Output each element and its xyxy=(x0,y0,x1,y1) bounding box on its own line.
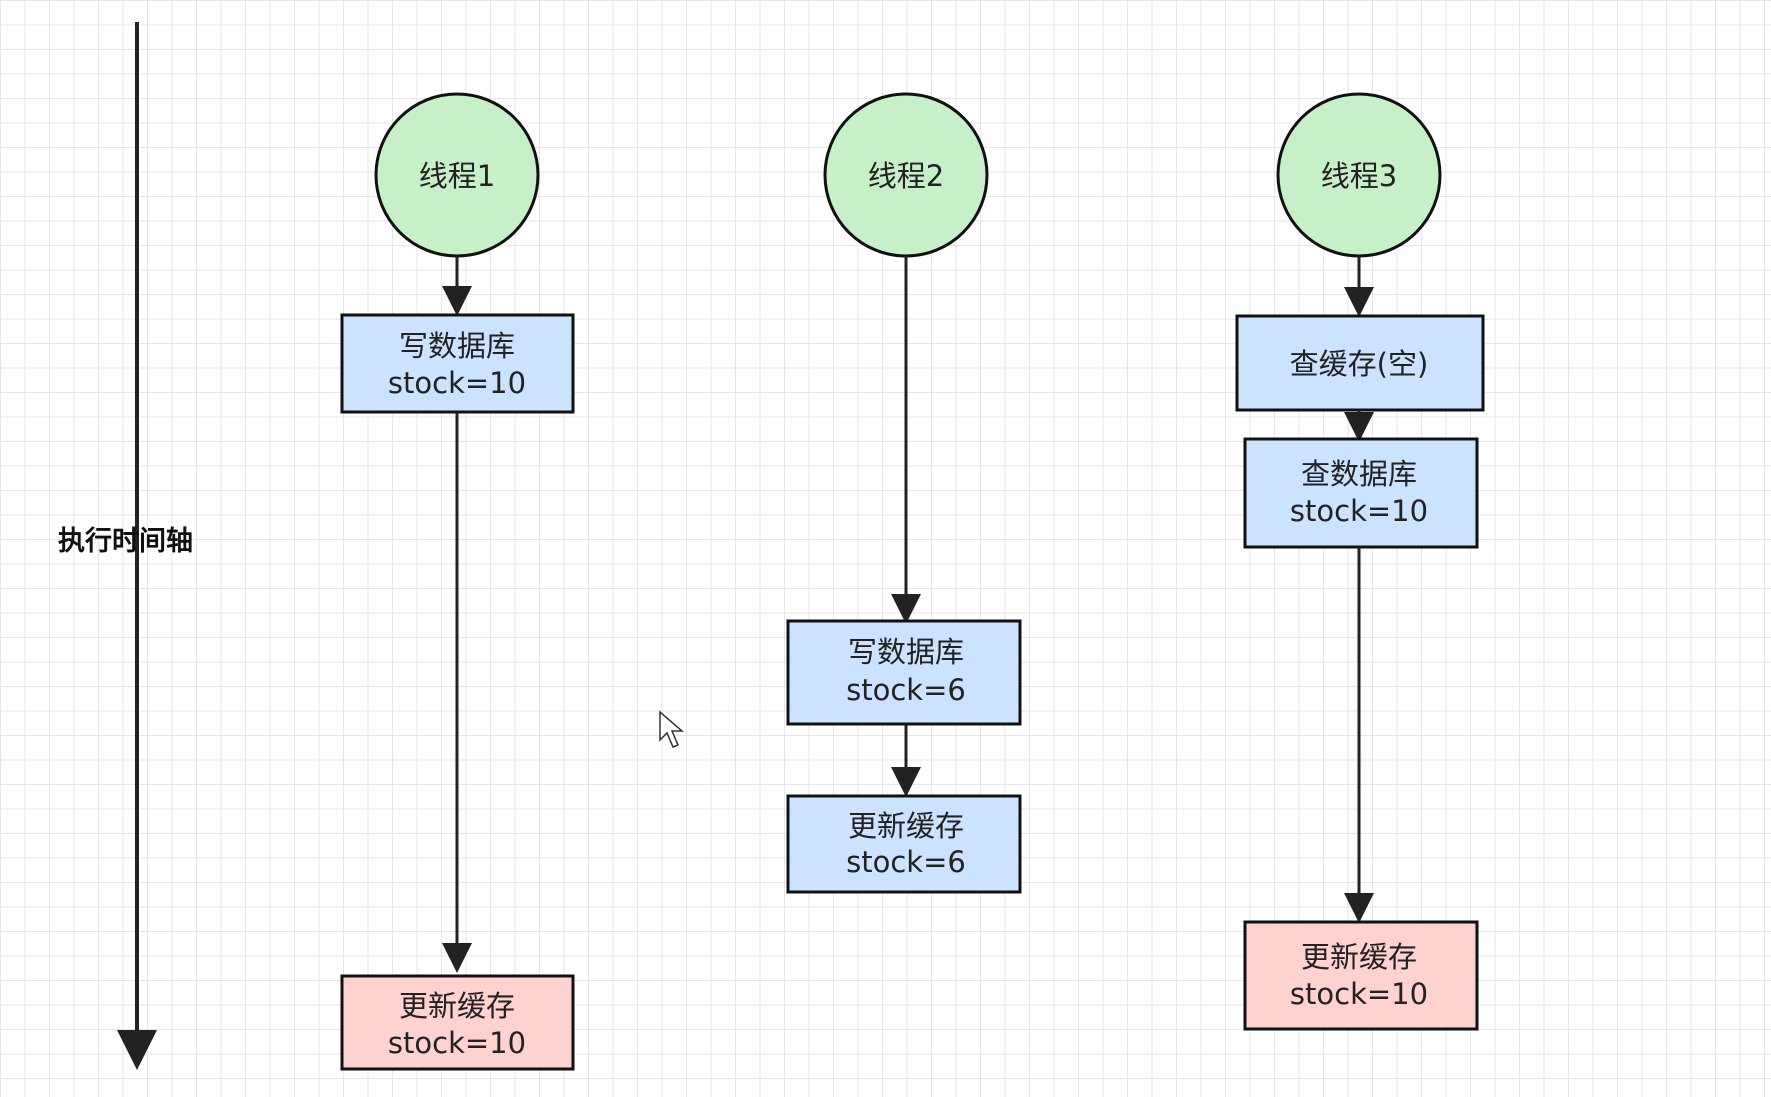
thread-2-label: 线程2 xyxy=(868,159,944,193)
timeline-axis-label: 执行时间轴 xyxy=(58,525,193,557)
thread-3-step-update-cache-line-2: stock=10 xyxy=(1290,977,1428,1011)
thread-2-step-write-db[interactable] xyxy=(786,619,1022,726)
thread-3-label: 线程3 xyxy=(1321,159,1397,193)
thread-3-step-query-cache-line-1: 查缓存(空) xyxy=(1290,347,1429,381)
thread-1-lane: 线程1 写数据库 stock=10 更新缓存 stock=10 xyxy=(340,92,575,1071)
thread-1-step-update-cache-line-2: stock=10 xyxy=(388,1026,526,1060)
thread-2-step-update-cache-line-2: stock=6 xyxy=(846,845,966,879)
thread-1-step-write-db-line-2: stock=10 xyxy=(388,366,526,400)
mouse-cursor-icon xyxy=(659,710,685,748)
thread-1-step-update-cache[interactable] xyxy=(340,974,575,1071)
thread-3-step-query-db-line-1: 查数据库 xyxy=(1301,457,1417,491)
thread-2-step-update-cache[interactable] xyxy=(786,794,1022,894)
thread-2-lane: 线程2 写数据库 stock=6 更新缓存 stock=6 xyxy=(786,92,1022,894)
thread-3-step-update-cache[interactable] xyxy=(1243,920,1479,1031)
thread-3-step-query-db-line-2: stock=10 xyxy=(1290,494,1428,528)
thread-3-step-query-db[interactable] xyxy=(1243,437,1479,549)
thread-1-step-write-db-line-1: 写数据库 xyxy=(399,329,515,363)
thread-1-step-update-cache-line-1: 更新缓存 xyxy=(399,989,515,1023)
thread-2-step-write-db-line-1: 写数据库 xyxy=(848,635,964,669)
thread-3-step-update-cache-line-1: 更新缓存 xyxy=(1301,940,1417,974)
thread-1-step-write-db[interactable] xyxy=(340,313,575,414)
thread-2-step-write-db-line-2: stock=6 xyxy=(846,673,966,707)
thread-1-label: 线程1 xyxy=(419,159,495,193)
thread-3-lane: 线程3 查缓存(空) 查数据库 stock=10 更新缓存 stock=10 xyxy=(1235,92,1485,1031)
thread-2-step-update-cache-line-1: 更新缓存 xyxy=(848,809,964,843)
